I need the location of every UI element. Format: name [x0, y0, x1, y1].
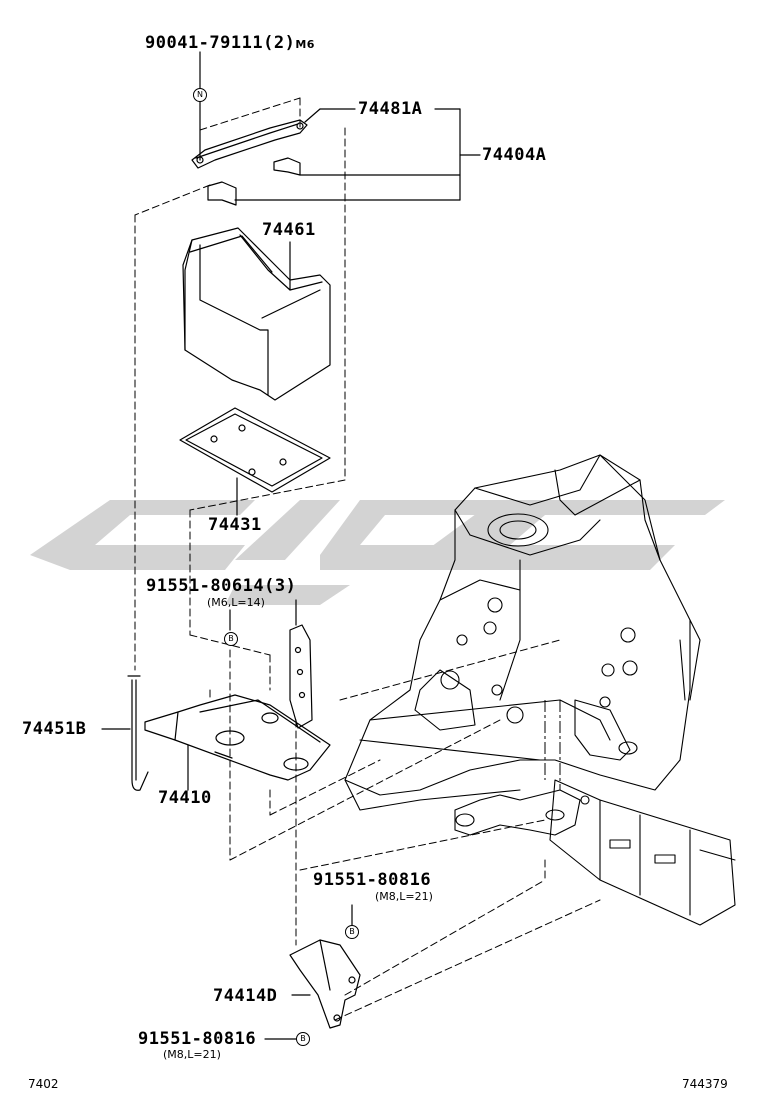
- watermark-logo: [30, 500, 725, 605]
- battery-hold-rod: [127, 675, 149, 791]
- part-label-clamp-set: 74404A: [482, 145, 547, 165]
- battery-carrier-bracket: [289, 624, 313, 729]
- battery-bracket-lower: [289, 939, 361, 1029]
- part-label-tray-sheet: 74431: [208, 515, 262, 535]
- leader-lines: [101, 51, 481, 1040]
- battery-tray-sheet: [179, 407, 331, 493]
- footer-left-code: 7402: [28, 1077, 59, 1091]
- footer-right-code: 744379: [682, 1077, 728, 1091]
- part-label-bolt-top: 90041-79111(2)M6: [145, 35, 315, 52]
- callout-b-icon: B: [296, 1032, 310, 1046]
- part-spec-screw-bracket-b: (M8,L=21): [163, 1048, 221, 1061]
- part-spec: M6: [295, 38, 315, 51]
- part-number: 91551-80614: [146, 576, 265, 596]
- battery-clamp: [191, 119, 308, 169]
- clamp-spacer: [207, 157, 301, 206]
- chain-dashed-lines: [544, 700, 561, 790]
- part-label-hold-rod: 74451B: [22, 719, 87, 739]
- part-qty: (2): [263, 33, 296, 53]
- part-label-screw-bracket-b: 91551-80816: [138, 1029, 257, 1049]
- callout-b-icon: B: [345, 925, 359, 939]
- part-spec-screw-bracket-a: (M8,L=21): [375, 890, 433, 903]
- callout-n-icon: N: [193, 88, 207, 102]
- part-label-tray: 74410: [158, 788, 212, 808]
- part-label-bracket: 74414D: [213, 986, 278, 1006]
- part-spec-screw-tray: (M6,L=14): [207, 596, 265, 609]
- assembly-dashed-lines: [134, 97, 601, 1021]
- part-number: 90041-79111: [145, 33, 264, 53]
- part-qty: (3): [264, 576, 297, 596]
- vehicle-body-structure: [344, 454, 736, 926]
- battery-tray: [144, 694, 331, 781]
- callout-b-icon: B: [224, 632, 238, 646]
- part-label-insulator: 74461: [262, 220, 316, 240]
- part-label-screw-bracket-a: 91551-80816: [313, 870, 432, 890]
- part-label-clamp: 74481A: [358, 99, 423, 119]
- battery-insulator: [182, 227, 331, 401]
- part-label-screw-tray: 91551-80614(3): [146, 578, 296, 595]
